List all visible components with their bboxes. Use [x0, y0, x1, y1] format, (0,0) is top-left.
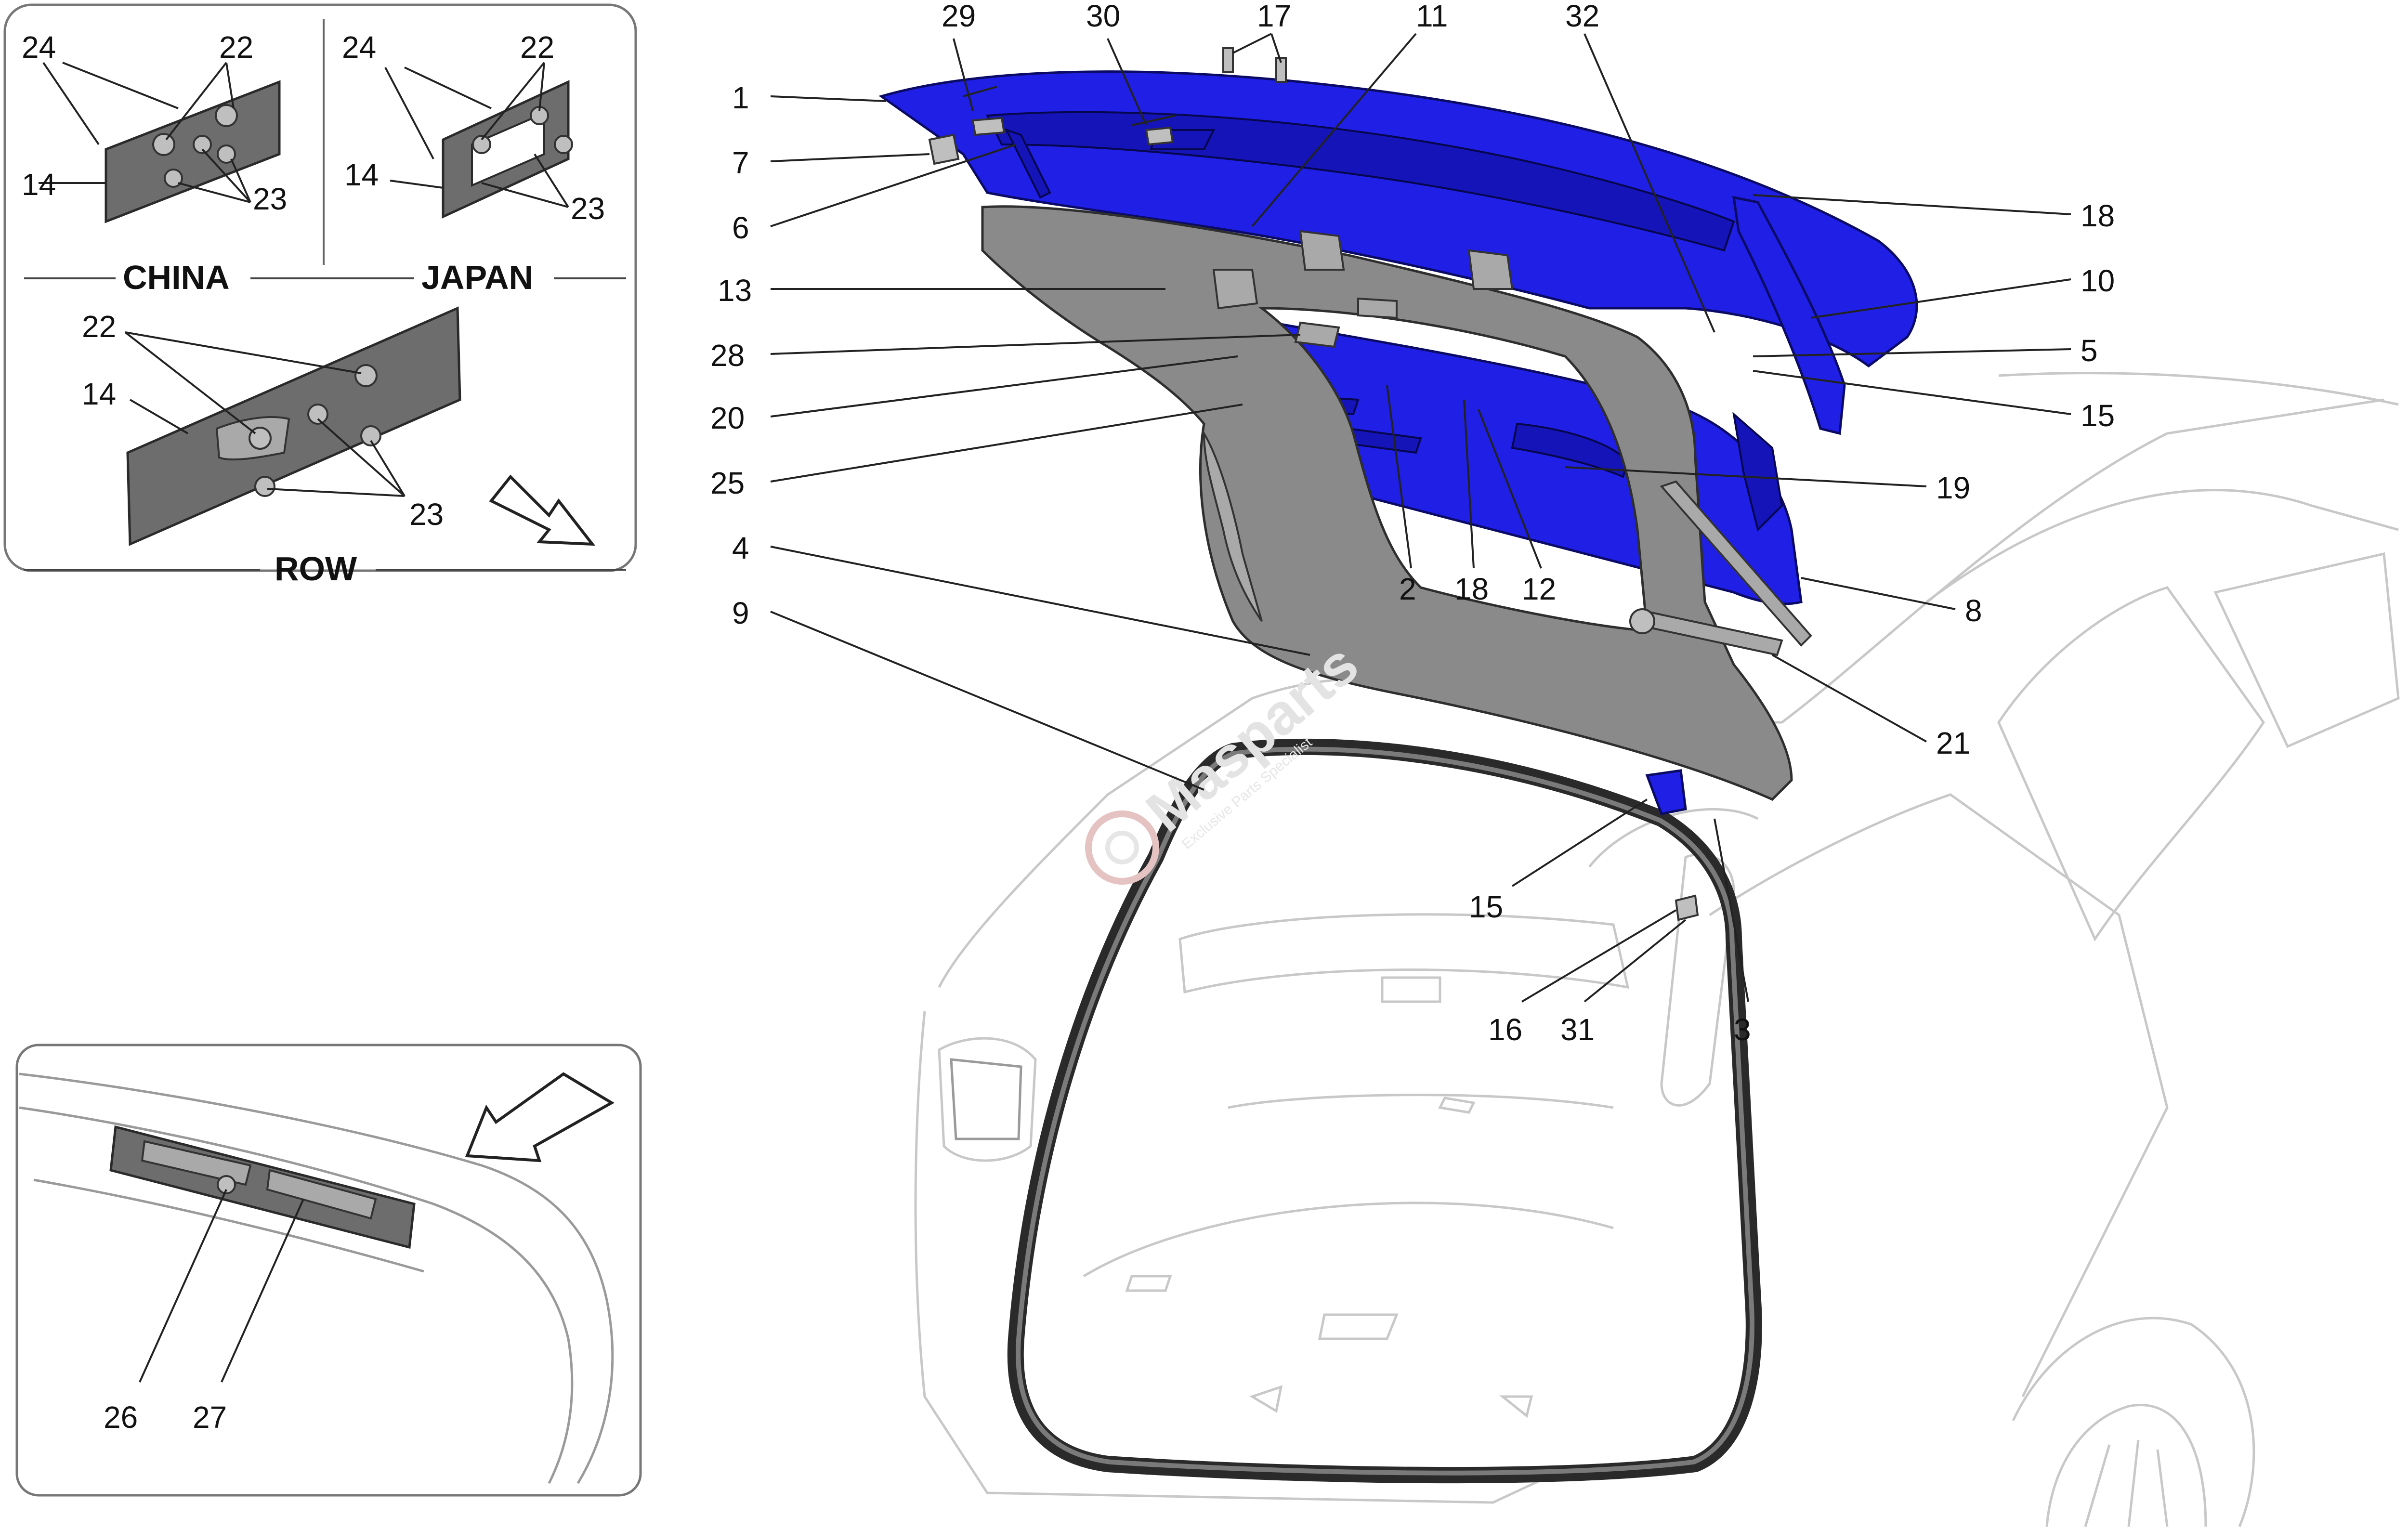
watermark-name: Masparts [1134, 631, 1370, 844]
japan-callout-23: 23 [571, 191, 605, 226]
door-seal [1007, 738, 1762, 1484]
car-body-outline [914, 372, 2400, 1527]
callout-25: 25 [710, 466, 745, 500]
bumper-detail-inset: 26 27 [15, 1044, 642, 1497]
callout-19: 19 [1936, 470, 1970, 505]
callout-1: 1 [732, 80, 749, 115]
china-callout-24: 24 [22, 30, 56, 65]
callout-9: 9 [732, 596, 749, 630]
callout-16: 16 [1488, 1012, 1522, 1047]
callout-3: 3 [1734, 1012, 1751, 1047]
china-plate-holder: 24 22 14 23 [22, 30, 287, 223]
japan-callout-24: 24 [342, 30, 376, 65]
callout-18-top: 18 [2081, 198, 2115, 233]
row-plate-holder: 22 14 23 [82, 306, 461, 546]
row-callout-22: 22 [82, 309, 116, 344]
bumper-callout-26: 26 [104, 1400, 138, 1435]
callout-13: 13 [718, 273, 752, 308]
watermark: Masparts Exclusive Parts Specialist [1085, 631, 1370, 885]
region-label-china: CHINA [123, 259, 230, 296]
callout-30: 30 [1086, 0, 1120, 33]
region-label-row: ROW [275, 550, 357, 588]
callout-15-bottom: 15 [1469, 889, 1503, 924]
callout-11: 11 [1416, 0, 1448, 33]
gas-strut-right [1629, 480, 1812, 656]
callout-5: 5 [2081, 333, 2098, 368]
main-callouts: 29 30 17 11 32 1 7 6 18 13 10 28 5 20 15… [710, 0, 2115, 1047]
row-callout-23: 23 [409, 497, 444, 532]
latch-hardware [928, 47, 1699, 921]
china-callout-23: 23 [253, 182, 287, 216]
china-callout-14: 14 [22, 167, 56, 202]
license-plate-inset: 24 22 14 23 24 22 14 23 CHIN [3, 3, 637, 588]
callout-8: 8 [1965, 593, 1982, 628]
callout-2: 2 [1399, 572, 1416, 606]
main-leader-lines [770, 33, 2071, 1003]
china-callout-22: 22 [219, 30, 253, 65]
callout-29: 29 [942, 0, 976, 33]
callout-7: 7 [732, 145, 749, 180]
callout-20: 20 [710, 401, 745, 435]
callout-17: 17 [1257, 0, 1291, 33]
left-strut [1005, 128, 1051, 199]
callout-28: 28 [710, 338, 745, 373]
callout-10: 10 [2081, 263, 2115, 298]
region-label-japan: JAPAN [421, 259, 533, 296]
tailgate-outer-panel [878, 70, 1918, 368]
callout-32: 32 [1565, 0, 1599, 33]
side-trim-right [1732, 196, 1846, 435]
row-callout-14: 14 [82, 377, 116, 411]
callout-4: 4 [732, 531, 749, 565]
japan-callout-14: 14 [344, 157, 379, 192]
direction-arrow-icon [465, 1072, 615, 1163]
callout-18-mid: 18 [1454, 572, 1489, 606]
direction-arrow-icon [489, 474, 596, 546]
inner-trim-panel [981, 205, 1793, 801]
japan-callout-22: 22 [520, 30, 554, 65]
callout-12: 12 [1522, 572, 1556, 606]
japan-plate-holder: 24 22 14 23 [342, 30, 605, 226]
callout-6: 6 [732, 210, 749, 245]
callout-15-top: 15 [2081, 398, 2115, 433]
bumper-callout-27: 27 [193, 1400, 227, 1435]
callout-21: 21 [1936, 726, 1970, 760]
callout-31: 31 [1560, 1012, 1595, 1047]
